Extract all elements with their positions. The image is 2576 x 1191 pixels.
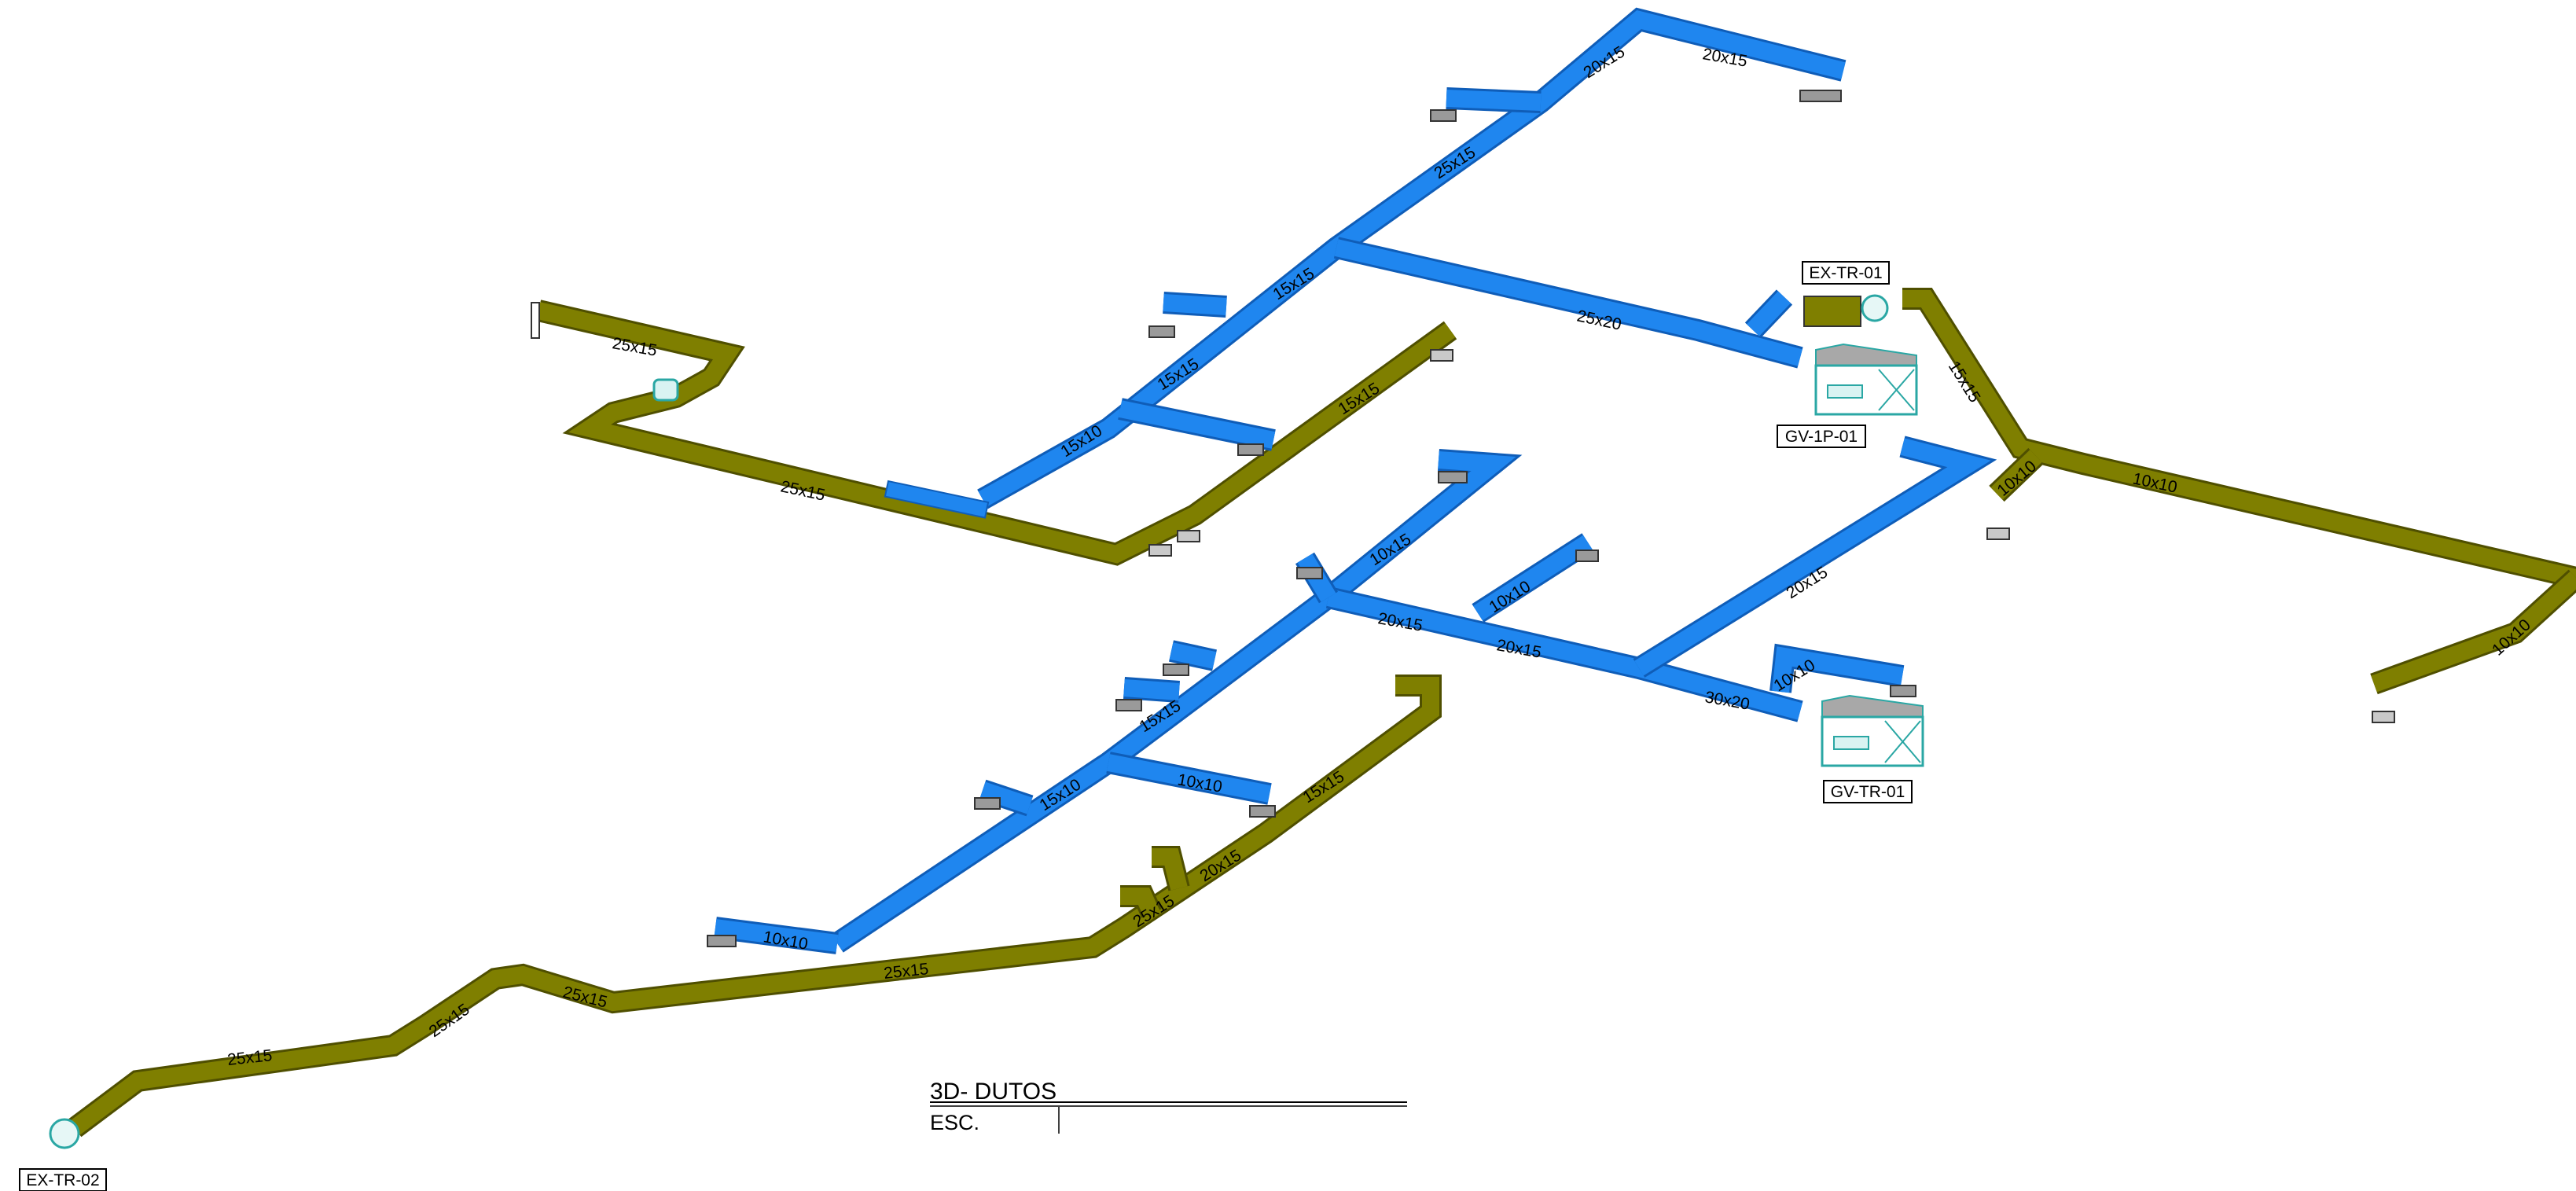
exhaust-grille-a2 — [1430, 349, 1453, 362]
diffuser-b2 — [1575, 550, 1599, 562]
exhaust-fan-ex-tr-01-ring — [1861, 294, 1889, 322]
supply-duct-a-trunk — [1334, 239, 1802, 366]
title-block: 3D- DUTOS ESC. — [930, 1079, 1407, 1134]
tag-box-ex-tr-01 — [1802, 261, 1890, 285]
supply-duct-b-branch5 — [1123, 679, 1180, 700]
tag-ex-tr-01: EX-TR-01 — [1809, 264, 1882, 282]
supply-duct-a-branch4 — [1747, 291, 1791, 336]
exhaust-grille-r2 — [2372, 711, 2395, 723]
diffuser-b1 — [1438, 471, 1468, 483]
exhaust-damper-a — [652, 378, 679, 402]
exhaust-fan-ex-tr-02 — [49, 1118, 80, 1149]
tag-box-gv-1p-01 — [1777, 425, 1866, 448]
drawing-title: 3D- DUTOS — [930, 1079, 1056, 1105]
duct-labels: 20x15 20x15 25x15 15x15 25x20 15x15 15x1… — [226, 42, 2534, 1069]
exhaust-duct-b-riser1 — [1152, 848, 1188, 891]
diffuser-b7 — [1249, 805, 1276, 818]
exhaust-grille-a — [531, 302, 540, 339]
ahu-gv-tr-01 — [1821, 694, 1924, 767]
exhaust-system-b — [49, 675, 1442, 1149]
supply-duct-b-branch1 — [1473, 535, 1593, 621]
tag-ex-tr-02: EX-TR-02 — [26, 1171, 99, 1189]
exhaust-duct-b-riser2 — [1120, 888, 1160, 917]
tag-gv-tr-01: GV-TR-01 — [1831, 783, 1905, 801]
scale-label: ESC. — [930, 1111, 979, 1134]
ahu-gv-1p-01 — [1814, 343, 1918, 416]
exhaust-system-a — [531, 300, 1457, 566]
exhaust-grille-a4 — [1177, 530, 1200, 542]
exhaust-duct-b-run — [69, 677, 1439, 1135]
ahu-gv-tr-01-top — [1821, 694, 1924, 721]
diffuser-b8 — [707, 935, 737, 947]
supply-system-b — [707, 436, 1997, 954]
supply-duct-b-branch4 — [1169, 642, 1217, 669]
supply-duct-b-riser — [1634, 438, 1991, 676]
supply-duct-b-branch6 — [979, 781, 1033, 814]
ahu-gv-1p-01-panel — [1827, 384, 1863, 399]
supply-trunk-low — [884, 480, 990, 519]
tag-box-gv-tr-01 — [1823, 780, 1913, 803]
diffuser-b6 — [974, 797, 1001, 810]
diffuser-a1 — [1430, 109, 1457, 122]
supply-duct-a-branch3 — [1118, 400, 1276, 449]
supply-duct-b-branch7 — [1772, 646, 1904, 693]
supply-system-a — [884, 7, 1847, 519]
diffuser-a3 — [1148, 325, 1175, 338]
diffuser-a2 — [1799, 90, 1842, 102]
exhaust-duct-a-run — [536, 302, 1456, 564]
duct-label: 25x15 — [561, 983, 609, 1012]
duct-label: 15x10 — [1036, 775, 1084, 814]
supply-duct-b-end — [714, 919, 839, 952]
supply-duct-b-branch3 — [1106, 754, 1272, 803]
diffuser-b3 — [1296, 567, 1323, 579]
equipment-tags: EX-TR-01 GV-1P-01 GV-TR-01 EX-TR-02 — [19, 261, 1913, 1191]
exhaust-system-right — [1803, 288, 2576, 723]
exhaust-duct-right-run — [1902, 290, 2576, 586]
supply-duct-a-branch1 — [1446, 90, 1542, 111]
duct-label: 25x15 — [883, 960, 929, 983]
ahu-gv-tr-01-panel — [1833, 736, 1869, 750]
ahu-gv-1p-01-top — [1815, 343, 1917, 371]
exhaust-duct-right-drop — [2371, 571, 2576, 693]
exhaust-grille-r1 — [1986, 527, 2010, 540]
supply-duct-a-branch2 — [1163, 294, 1227, 315]
supply-duct-a-main — [978, 9, 1846, 507]
diffuser-b5 — [1115, 699, 1142, 711]
tag-gv-1p-01: GV-1P-01 — [1785, 428, 1858, 446]
exhaust-duct-right-branch — [1990, 450, 2042, 500]
diffuser-b9 — [1890, 685, 1916, 697]
exhaust-grille-a3 — [1148, 544, 1172, 557]
exhaust-fan-ex-tr-01 — [1803, 296, 1861, 327]
tag-box-ex-tr-02 — [19, 1168, 107, 1191]
diffuser-a4 — [1237, 443, 1264, 456]
diffuser-b4 — [1163, 664, 1189, 676]
